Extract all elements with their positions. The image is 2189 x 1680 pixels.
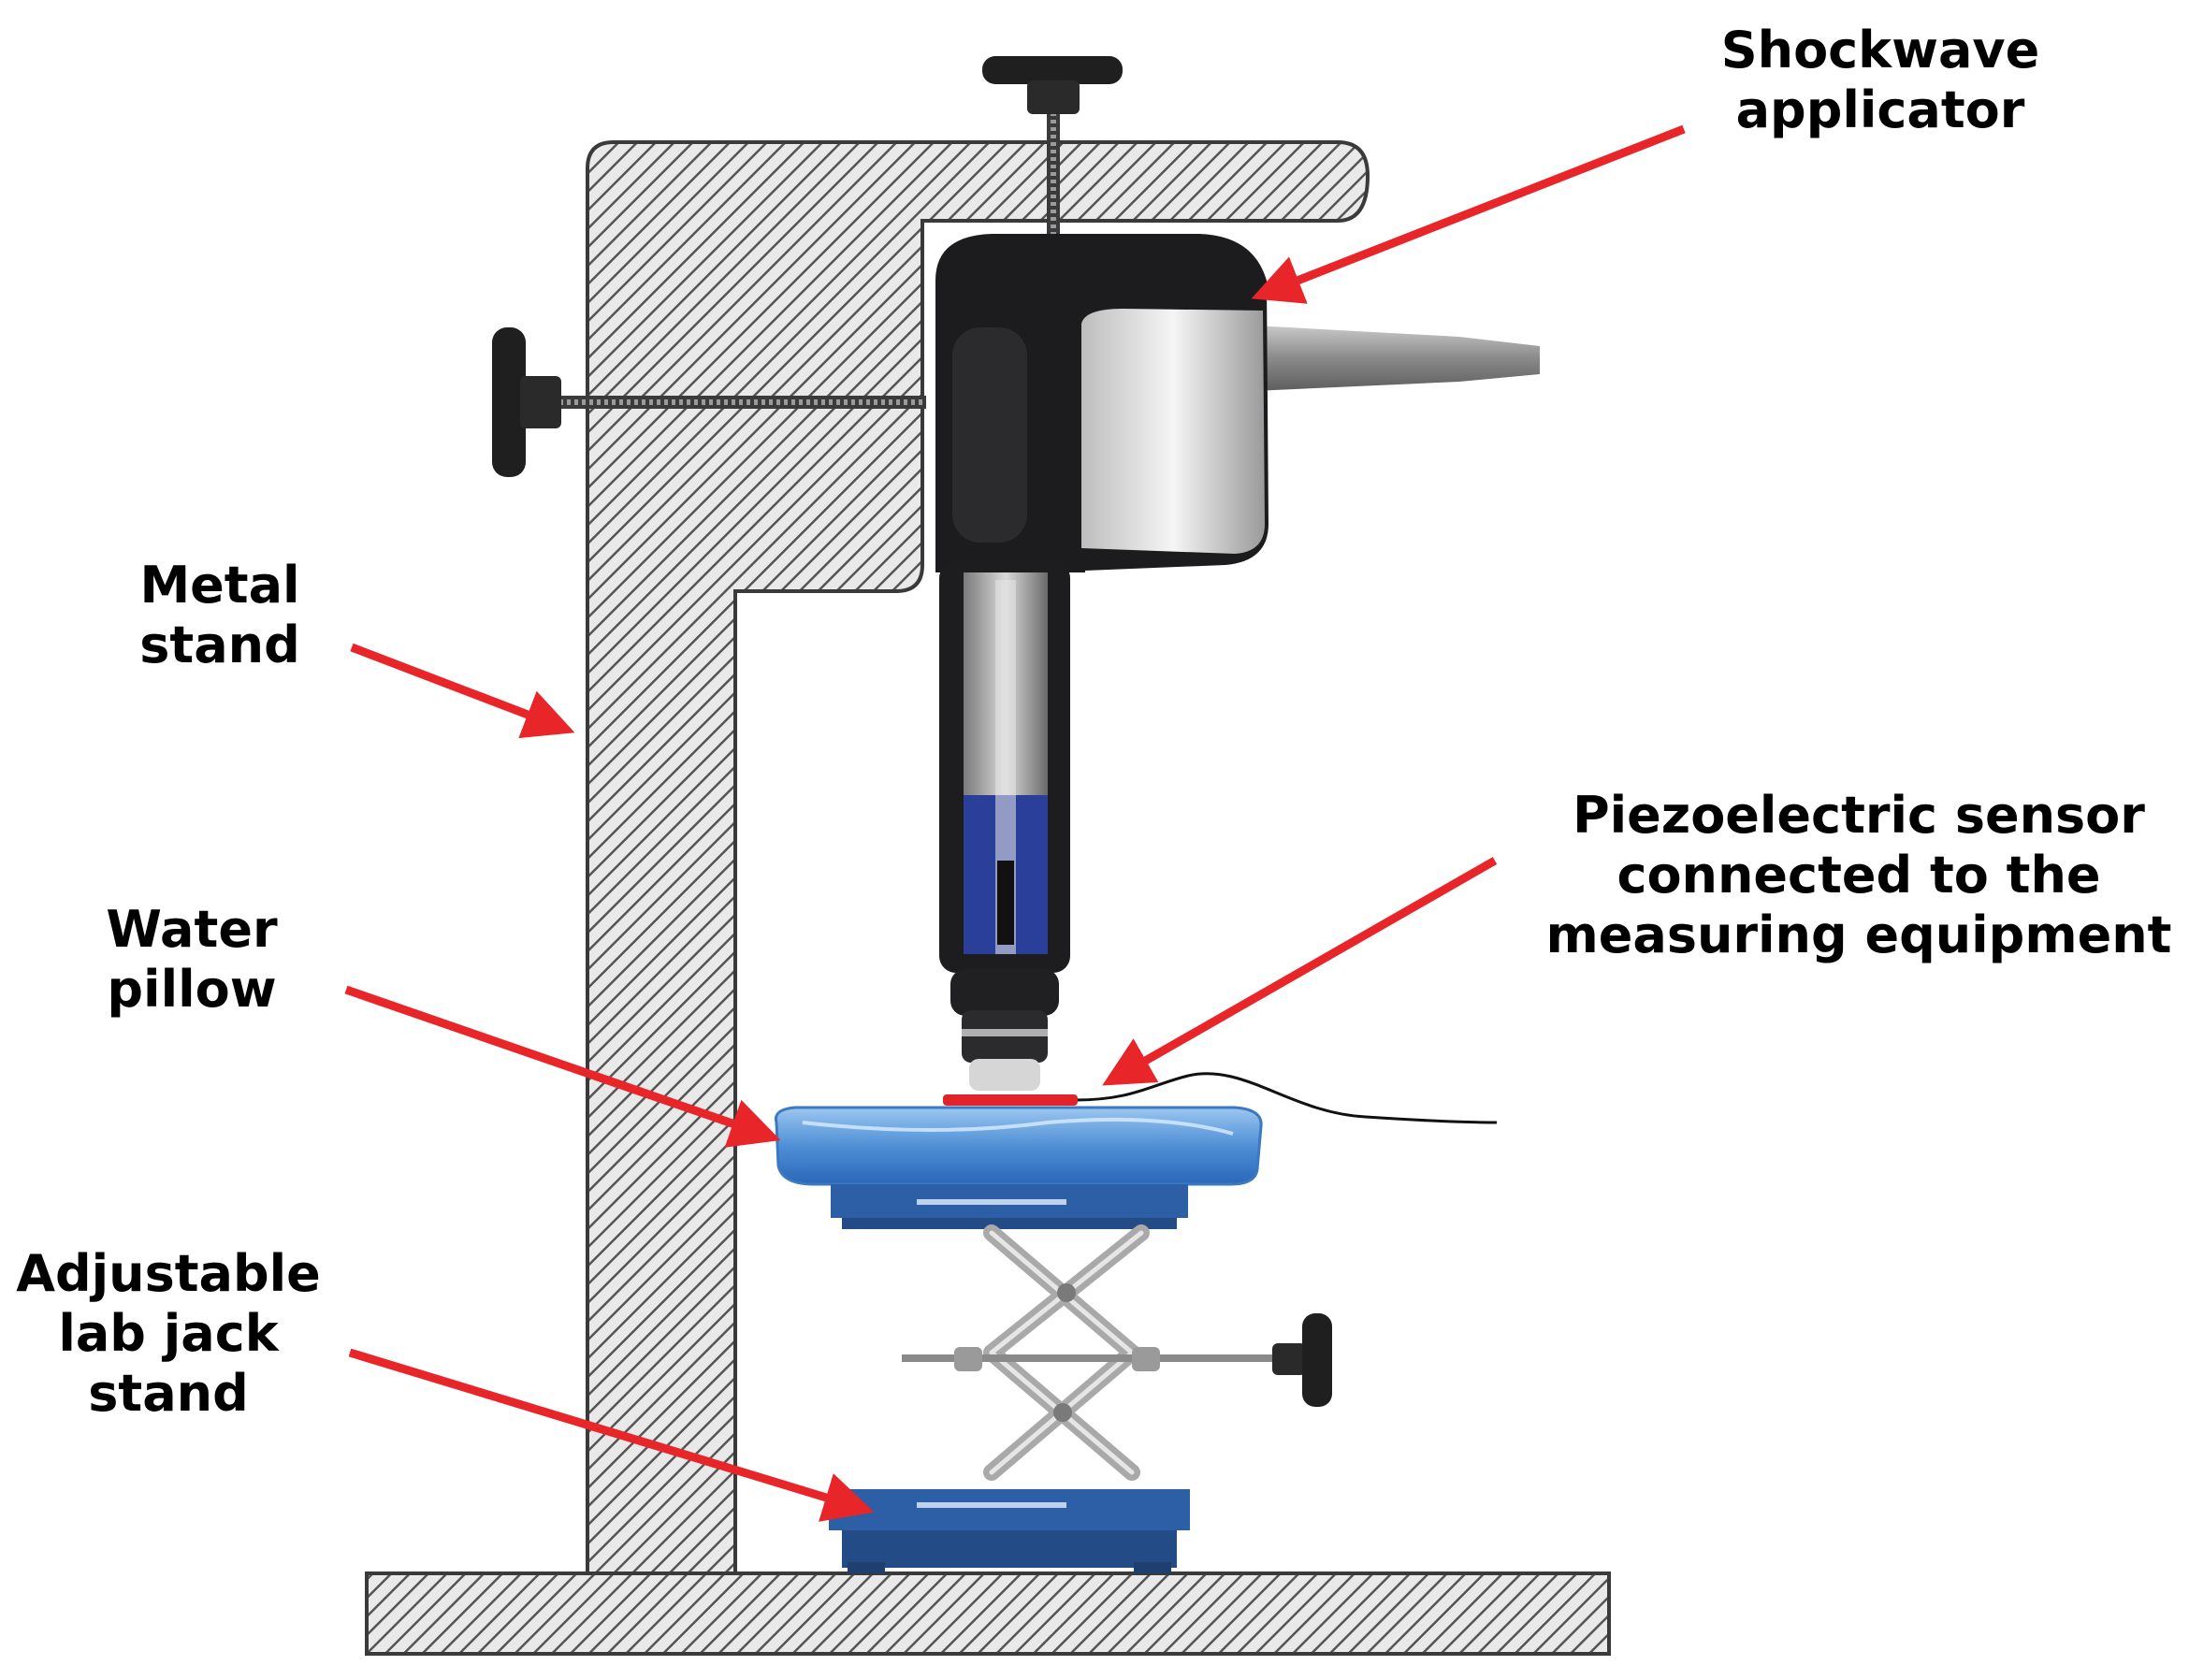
shockwave-applicator — [935, 234, 1540, 1091]
arrow-metal-stand — [350, 643, 575, 739]
water-pillow — [774, 1106, 1263, 1186]
label-water-pillow: Water pillow — [106, 900, 278, 1019]
piezoelectric-sensor — [943, 1072, 1498, 1124]
top-adjust-knob — [982, 56, 1123, 234]
label-lab-jack-stand: Adjustable lab jack stand — [16, 1244, 321, 1423]
arrow-water-pillow — [344, 985, 781, 1148]
arrow-lab-jack-stand — [348, 1348, 875, 1522]
arrow-piezoelectric-sensor — [1102, 857, 1498, 1086]
arrow-shockwave-applicator — [1251, 124, 1686, 304]
label-piezoelectric-sensor: Piezoelectric sensor connected to the me… — [1545, 786, 2172, 964]
lab-jack-stand — [829, 1184, 1332, 1573]
base-plate — [365, 1571, 1611, 1656]
label-metal-stand: Metal stand — [139, 556, 300, 674]
label-shockwave-applicator: Shockwave applicator — [1720, 21, 2040, 139]
metal-stand — [586, 140, 1370, 1575]
side-adjust-knob — [492, 327, 926, 477]
